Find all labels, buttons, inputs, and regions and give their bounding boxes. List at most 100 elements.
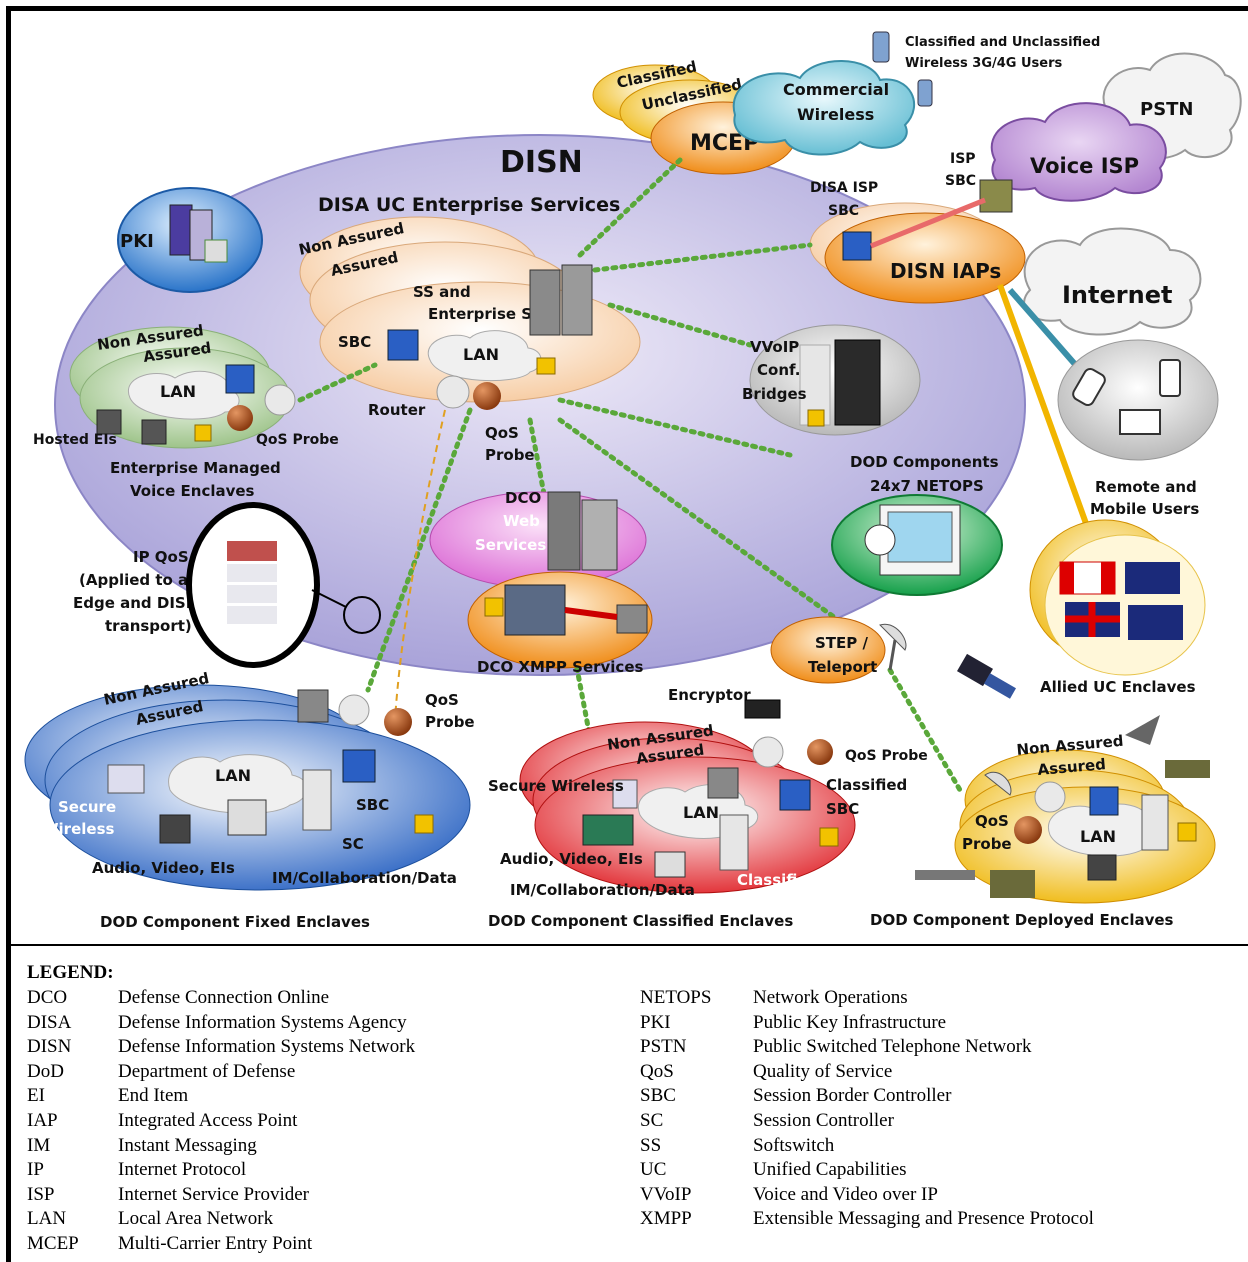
handset-icon [1072,367,1106,407]
ent-caption-line2: Voice Enclaves [130,482,255,500]
cls-sbc-icon [779,779,811,811]
isp-sbc-icon [979,179,1013,213]
vvoip-line1: VVoIP [750,338,799,356]
dep-router-icon [1034,781,1066,813]
dish-icon [879,623,907,651]
disa-isp-sbc-icon [842,231,872,261]
nz-flag-icon [1128,605,1183,640]
core-qos-line2: Probe [485,446,535,464]
legend-definition: Multi-Carrier Entry Point [118,1232,313,1254]
disn-title: DISN [500,145,583,180]
dep-lan: LAN [1080,827,1116,846]
legend-definition: Local Area Network [118,1208,274,1230]
legend-definition: Voice and Video over IP [753,1183,938,1205]
pstn-label: PSTN [1140,99,1194,120]
remote-line2: Mobile Users [1090,500,1199,518]
firewall-icon [616,604,648,634]
fixed-qos-ball [384,708,412,736]
cls-av: Audio, Video, EIs [500,850,643,868]
operator-icon [864,524,896,556]
ipqos-priority-bar [227,541,277,561]
ent-hosted-eis: Hosted EIs [33,432,117,448]
cls-lock-icon [819,827,839,847]
remote-users-node [1057,339,1219,461]
dco-web-line1: DCO [505,489,541,507]
step-line2: Teleport [808,658,877,676]
remote-line1: Remote and [1095,478,1197,496]
vvoip-rack-icon [834,339,881,426]
legend-definition: Integrated Access Point [118,1109,298,1131]
ent-qos-ball [227,405,253,431]
legend-title: LEGEND: [27,962,114,983]
disa-isp-sbc-label: SBC [828,203,859,219]
legend-definition: End Item [118,1085,189,1107]
legend-definition: Public Switched Telephone Network [753,1036,1032,1058]
ipqos-line3: Edge and DISN [73,594,198,612]
dep-assured: Assured [1037,755,1107,779]
ent-lan: LAN [160,382,196,401]
ent-sbc-icon [225,364,255,394]
dep-qos-line1: QoS [975,812,1009,830]
legend-abbreviation: ISP [27,1183,55,1205]
cls-wifi-icon [612,779,638,809]
ent-router-icon [264,384,296,416]
legend-abbreviation: DISA [27,1011,72,1033]
fixed-qos-line2: Probe [425,713,475,731]
wireless-users-line2: Wireless 3G/4G Users [905,56,1063,71]
wireless-users-line1: Classified and Unclassified [905,35,1100,50]
netops-line1: DOD Components [850,453,999,471]
legend-abbreviation: DoD [27,1060,64,1082]
legend-row: LAN Local Area Network [27,1207,415,1232]
cls-secure-wireless: Secure Wireless [488,777,624,795]
ipqos-magnifier [343,596,381,634]
ipqos-line1: IP QoS [133,548,189,566]
cls-qos-ball [807,739,833,765]
fixed-router-icon [338,694,370,726]
netops-node [831,494,1003,596]
legend-abbreviation: MCEP [27,1232,79,1254]
core-ss-line1: SS and [413,283,471,301]
fixed-secure: Secure [58,798,116,816]
wireless-label: Wireless [797,105,874,124]
legend-abbreviation: DISN [27,1036,72,1058]
cls-classified: Classified [826,776,907,794]
dep-dish-icon [984,772,1012,796]
ent-caption-line1: Enterprise Managed [110,459,281,477]
vvoip-line2: Conf. [757,361,800,379]
fixed-sbc-icon [342,749,376,783]
fixed-monitor-icon [227,799,267,836]
military-vehicles-icon [915,715,1210,898]
fixed-wireless: Wireless [42,820,115,838]
commercial-wireless-cloud: Commercial Wireless [732,60,916,156]
cls-encryptor: Encryptor [668,686,751,704]
commercial-label: Commercial [783,80,889,99]
dep-lock-icon [1177,822,1197,842]
legend-definition: Unified Capabilities [753,1159,907,1181]
ipqos-line4: transport) [105,617,192,635]
dep-caption: DOD Component Deployed Enclaves [870,911,1174,929]
legend-definition: Defense Information Systems Agency [118,1011,407,1033]
disa-isp-label: DISA ISP [810,180,878,196]
legend-abbreviation: IM [27,1134,51,1156]
dco-web-line2: Web [503,512,540,530]
ipqos-zoom [186,502,381,668]
fixed-caption: DOD Component Fixed Enclaves [100,913,370,931]
vvoip-node: VVoIP Conf. Bridges [742,324,921,436]
legend-abbreviation: DCO [27,987,68,1008]
isp-label: ISP [950,151,976,167]
legend-abbreviation: LAN [27,1208,67,1230]
isp-sbc-label: SBC [945,173,976,189]
legend-abbreviation: EI [27,1085,45,1107]
core-sbc: SBC [338,333,371,351]
fixed-av: Audio, Video, EIs [92,859,235,877]
